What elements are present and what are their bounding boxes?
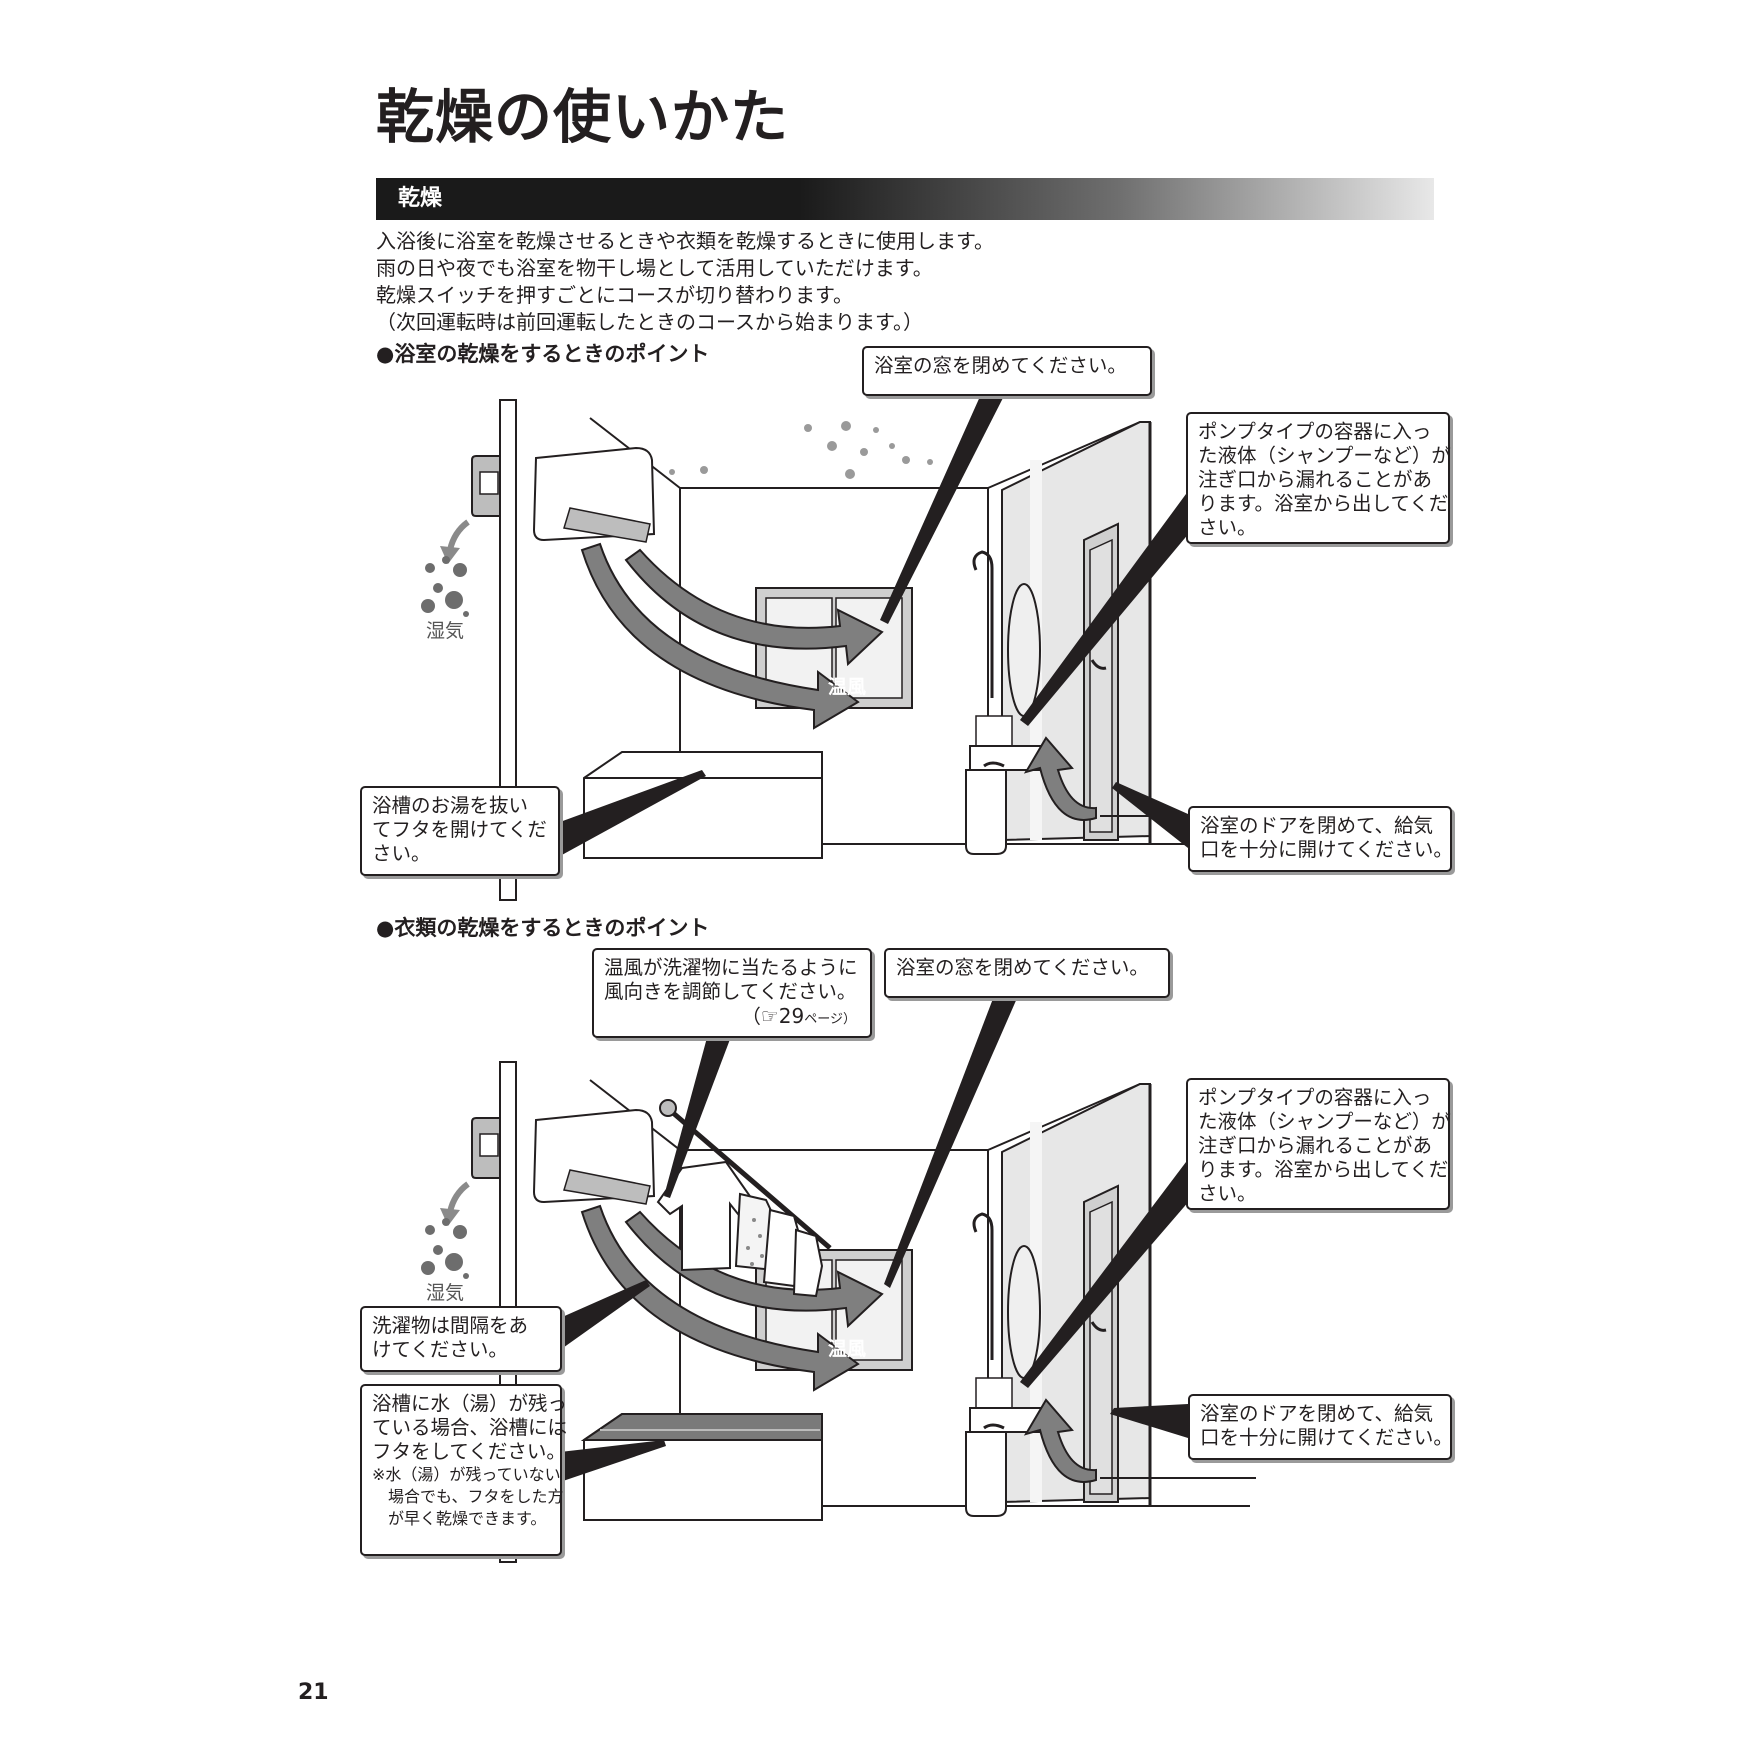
clothes-rack-icon [656, 1099, 832, 1298]
callout-line: 浴室の窓を閉めてください。 [896, 956, 1149, 979]
intro-line: 雨の日や夜でも浴室を物干し場として活用していただけます。 [376, 256, 933, 280]
callout-line: ります。浴室から出してくだ [1198, 1158, 1449, 1181]
warm-air-label: 温風 [828, 1338, 867, 1360]
callout-line: てフタを開けてくだ [372, 818, 547, 841]
laundry-airflow-callout: 温風が洗濯物に当たるように 風向きを調節してください。 （☞29ページ） [592, 948, 872, 1038]
callout-line: 浴室の窓を閉めてください。 [874, 354, 1127, 377]
callout-line: 浴槽のお湯を抜い [372, 794, 529, 817]
intro-line: 乾燥スイッチを押すごとにコースが切り替わります。 [376, 283, 853, 307]
section-label: 乾燥 [398, 186, 443, 211]
callout-line: た液体（シャンプーなど）が [1198, 1110, 1451, 1133]
bathroom-tub-callout: 浴槽のお湯を抜い てフタを開けてくだ さい。 [360, 786, 560, 876]
section-header-bar: 乾燥 [376, 178, 1434, 220]
laundry-pump-callout: ポンプタイプの容器に入っ た液体（シャンプーなど）が 注ぎ口から漏れることがあ … [1186, 1078, 1451, 1210]
laundry-door-callout: 浴室のドアを閉めて、給気 口を十分に開けてください。 [1188, 1394, 1453, 1460]
callout-line: けてください。 [372, 1338, 508, 1361]
page-ref-number: 29 [778, 1004, 805, 1028]
page-ref-open: （ [741, 1005, 761, 1028]
callout-line: さい。 [1198, 1182, 1257, 1205]
callout-line: ている場合、浴槽には [372, 1416, 568, 1439]
callout-line: 風向きを調節してください。 [604, 980, 857, 1003]
callout-line: 浴室のドアを閉めて、給気 [1200, 1402, 1434, 1425]
callout-line: さい。 [1198, 516, 1257, 539]
page-ref-suffix: ページ） [804, 1012, 856, 1027]
page-title: 乾燥の使いかた [376, 83, 790, 151]
intro-line: 入浴後に浴室を乾燥させるときや衣類を乾燥するときに使用します。 [376, 229, 994, 253]
callout-line: ります。浴室から出してくだ [1198, 492, 1449, 515]
callout-line: さい。 [372, 842, 431, 865]
callout-line: 注ぎ口から漏れることがあ [1198, 1134, 1433, 1157]
callout-subnote-line: ※水（湯）が残っていない [372, 1465, 561, 1484]
bathroom-door-callout: 浴室のドアを閉めて、給気 口を十分に開けてください。 [1188, 806, 1453, 872]
laundry-spacing-callout: 洗濯物は間隔をあ けてください。 [360, 1306, 562, 1372]
callout-subnote-line: が早く乾燥できます。 [372, 1509, 547, 1528]
bathroom-point-heading: ●浴室の乾燥をするときのポイント [376, 342, 710, 366]
callout-line: 口を十分に開けてください。 [1200, 838, 1453, 861]
callout-line: 浴槽に水（湯）が残っ [372, 1392, 568, 1415]
page-reference: （☞29ページ） [604, 1004, 860, 1032]
humidity-label: 湿気 [426, 1282, 465, 1304]
callout-line: 浴室のドアを閉めて、給気 [1200, 814, 1434, 837]
humidity-label: 湿気 [426, 620, 465, 642]
warm-air-label: 温風 [828, 676, 867, 698]
callout-line: 洗濯物は間隔をあ [372, 1314, 529, 1337]
callout-line: 注ぎ口から漏れることがあ [1198, 468, 1433, 491]
tub-lid-icon [580, 1413, 823, 1441]
callout-line: 温風が洗濯物に当たるように [604, 956, 858, 979]
bathroom-window-callout: 浴室の窓を閉めてください。 [862, 346, 1152, 396]
laundry-window-callout: 浴室の窓を閉めてください。 [884, 948, 1170, 998]
callout-line: ポンプタイプの容器に入っ [1198, 1086, 1432, 1109]
intro-text: 入浴後に浴室を乾燥させるときや衣類を乾燥するときに使用します。 雨の日や夜でも浴… [376, 228, 994, 336]
mold-spots-icon [669, 421, 933, 479]
callout-subnote-line: 場合でも、フタをした方 [372, 1487, 564, 1506]
pointing-hand-icon: ☞ [760, 1004, 779, 1028]
callout-line: 口を十分に開けてください。 [1200, 1426, 1453, 1449]
callout-line: た液体（シャンプーなど）が [1198, 444, 1451, 467]
laundry-tub-callout: 浴槽に水（湯）が残っ ている場合、浴槽には フタをしてください。 ※水（湯）が残… [360, 1384, 568, 1556]
bathroom-pump-callout: ポンプタイプの容器に入っ た液体（シャンプーなど）が 注ぎ口から漏れることがあ … [1186, 412, 1451, 544]
intro-line: （次回運転時は前回運転したときのコースから始まります。） [376, 310, 923, 334]
callout-line: フタをしてください。 [372, 1440, 566, 1463]
callout-line: ポンプタイプの容器に入っ [1198, 420, 1432, 443]
laundry-point-heading: ●衣類の乾燥をするときのポイント [376, 916, 710, 940]
page-number: 21 [298, 1680, 329, 1705]
